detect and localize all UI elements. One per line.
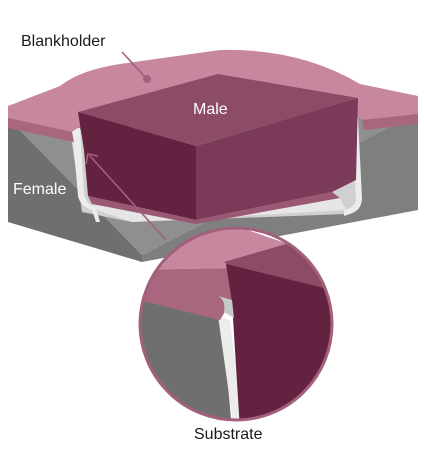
- female-label: Female: [13, 181, 67, 198]
- substrate-sheet: [72, 118, 362, 222]
- zoom-blankholder-edge: [140, 268, 232, 320]
- substrate-label: Substrate: [194, 426, 263, 443]
- blankholder-right-edge: [362, 114, 418, 130]
- blankholder-leader-dot: [143, 75, 151, 83]
- zoom-circle-border: [138, 226, 334, 422]
- blankholder-leader-line: [121, 51, 147, 79]
- male-top-face: [78, 74, 358, 146]
- zoom-leader-line: [89, 155, 167, 241]
- male-punch: [78, 74, 358, 224]
- male-label: Male: [193, 101, 228, 118]
- blankholder-front-edge: [8, 118, 74, 142]
- female-die-front-face: [8, 118, 142, 262]
- male-base-lip: [88, 192, 340, 224]
- male-front-face: [78, 112, 196, 220]
- male-right-face: [196, 98, 358, 220]
- blankholder-label: Blankholder: [21, 33, 106, 50]
- zoom-male-front: [226, 264, 332, 420]
- zoom-leader-arrowhead: [85, 153, 99, 165]
- zoom-substrate: [218, 316, 244, 420]
